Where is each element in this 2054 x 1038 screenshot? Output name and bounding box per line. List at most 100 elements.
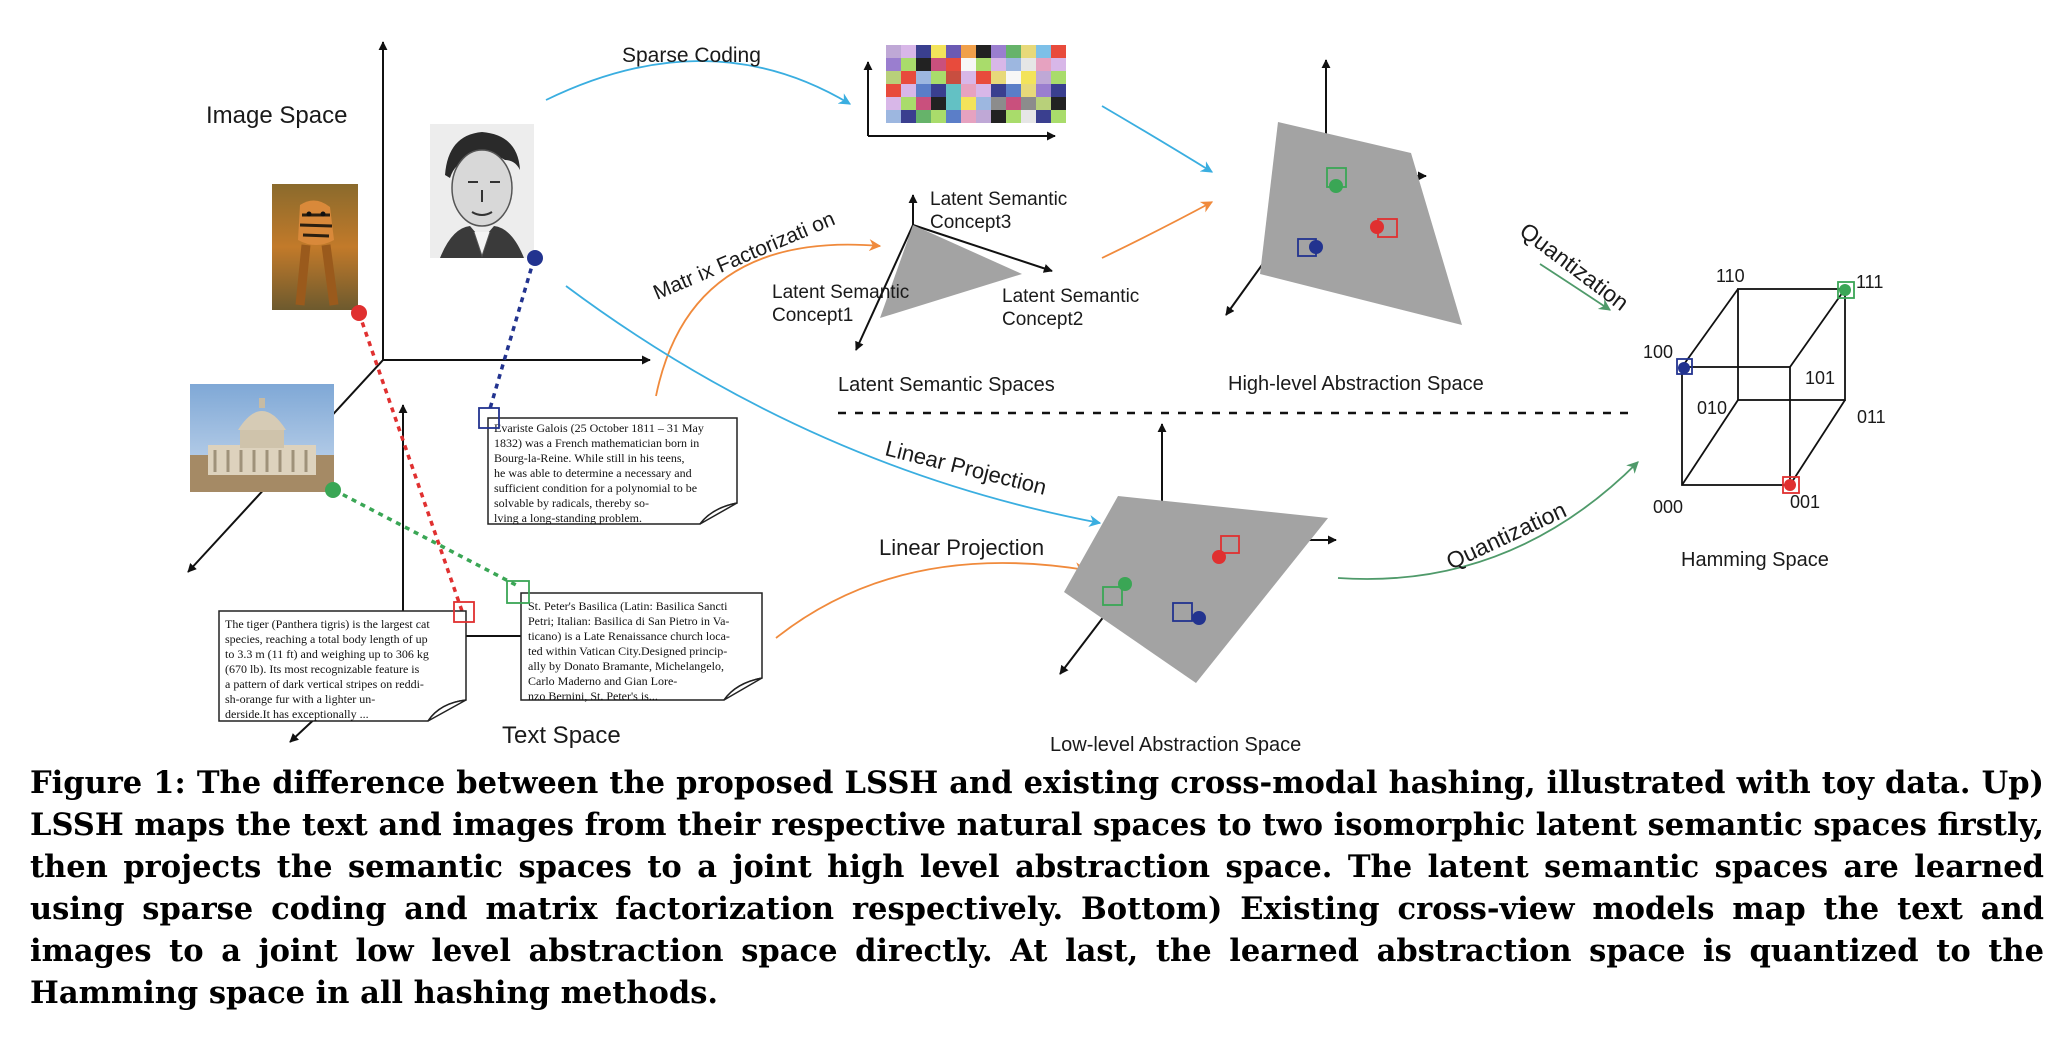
dictionary-cell [886, 45, 901, 58]
dictionary-cell [961, 84, 976, 97]
high-level-space-label: High-level Abstraction Space [1228, 373, 1484, 395]
galois-doc-line-3: he was able to determine a necessary and [494, 466, 692, 480]
dictionary-cell [931, 84, 946, 97]
dictionary-cell [1021, 110, 1036, 123]
tiger-text-point [453, 601, 475, 623]
galois-doc-line-6: lving a long-standing problem. [494, 511, 642, 525]
tiger-doc: The tiger (Panthera tigris) is the large… [218, 610, 467, 722]
high-level-plane [1260, 122, 1462, 325]
dictionary-cell [976, 58, 991, 71]
galois-doc-line-1: 1832) was a French mathematician born in [494, 436, 699, 450]
galois-portrait [430, 124, 534, 258]
lsc1-label-a: Latent Semantic [772, 282, 909, 303]
dictionary-cell [991, 45, 1006, 58]
latent-semantic-spaces-label: Latent Semantic Spaces [838, 374, 1055, 396]
basilica-doc-line-3: ted within Vatican City.Designed princip… [528, 644, 727, 658]
hamming-blue-code [1676, 358, 1693, 375]
dictionary-cell [901, 97, 916, 110]
basilica-doc-line-0: St. Peter's Basilica (Latin: Basilica Sa… [528, 599, 728, 613]
tiger-doc-line-0: The tiger (Panthera tigris) is the large… [225, 617, 430, 631]
dictionary-cell [1051, 45, 1066, 58]
galois-doc: Evariste Galois (25 October 1811 – 31 Ma… [487, 417, 738, 525]
lsc1-label-b: Concept1 [772, 305, 853, 326]
hamming-blue-point [1678, 362, 1690, 374]
hamming-green-point [1839, 284, 1851, 296]
basilica-doc-line-5: Carlo Maderno and Gian Lore- [528, 674, 677, 688]
hamming-green-code [1837, 281, 1855, 299]
low-level-red-code [1220, 535, 1240, 554]
dictionary-cell [1006, 45, 1021, 58]
dictionary-cell [976, 71, 991, 84]
dictionary-cell [976, 84, 991, 97]
dictionary-cell [1006, 58, 1021, 71]
dictionary-cell [1036, 45, 1051, 58]
dictionary-cell [991, 71, 1006, 84]
lsc2-label-b: Concept2 [1002, 309, 1083, 330]
dictionary-cell [961, 97, 976, 110]
galois-doc-line-5: solvable by radicals, thereby so- [494, 496, 649, 510]
sparse-code-axes [863, 61, 1056, 141]
basilica-doc-line-6: nzo Bernini, St. Peter's is... [528, 689, 658, 703]
tiger-doc-line-3: (670 lb). Its most recognizable feature … [225, 662, 420, 676]
linear-projection-label-2: Linear Projection [879, 535, 1044, 560]
dictionary-cell [1051, 84, 1066, 97]
hamming-red-point [1784, 479, 1796, 491]
hamming-space-label: Hamming Space [1681, 549, 1829, 571]
basilica-doc-line-4: ally by Donato Bramante, Michelangelo, [528, 659, 724, 673]
dictionary-cell [931, 71, 946, 84]
dictionary-cell [901, 84, 916, 97]
high-level-green-point [1329, 179, 1343, 193]
dictionary-cell [976, 45, 991, 58]
dictionary-cell [1036, 97, 1051, 110]
latent-semantic-triangle [880, 225, 1022, 318]
dictionary-cell [931, 45, 946, 58]
basilica-doc-line-1: Petri; Italian: Basilica di San Pietro i… [528, 614, 729, 628]
dictionary-cell [1006, 110, 1021, 123]
dictionary-cell [916, 110, 931, 123]
dictionary-cell [991, 58, 1006, 71]
galois-image-point [527, 250, 543, 266]
dictionary-cell [916, 58, 931, 71]
dictionary-cell [1051, 110, 1066, 123]
dictionary-cell [1051, 97, 1066, 110]
dictionary-cell [1036, 71, 1051, 84]
galois-doc-line-0: Evariste Galois (25 October 1811 – 31 Ma… [494, 421, 704, 435]
sparse-dictionary-grid [886, 45, 1066, 123]
dictionary-cell [886, 97, 901, 110]
dictionary-cell [1021, 71, 1036, 84]
dictionary-cell [946, 84, 961, 97]
quantization-label-top: Quantization [1515, 217, 1634, 315]
dictionary-cell [961, 58, 976, 71]
lsc3-label-b: Concept3 [930, 212, 1011, 233]
dictionary-cell [961, 45, 976, 58]
lsc2-label-a: Latent Semantic [1002, 286, 1139, 307]
dictionary-cell [916, 45, 931, 58]
hamming-red-code [1782, 476, 1800, 494]
dictionary-cell [1021, 45, 1036, 58]
figure-diagram: Image Space Text Space Evariste [187, 41, 1886, 756]
latent-semantic-axes [855, 194, 1053, 351]
dictionary-cell [886, 84, 901, 97]
low-level-green-code [1102, 586, 1123, 606]
tiger-doc-line-6: derside.It has exceptionally ... [225, 707, 369, 721]
basilica-text-point [506, 580, 530, 604]
dictionary-cell [886, 110, 901, 123]
dictionary-cell [886, 71, 901, 84]
dictionary-cell [931, 110, 946, 123]
correspondence-lines [333, 258, 536, 612]
dictionary-cell [1006, 84, 1021, 97]
dictionary-cell [1036, 58, 1051, 71]
basilica-image-point [325, 482, 341, 498]
hamming-code-001: 001 [1790, 492, 1820, 512]
galois-doc-line-2: Bourg-la-Reine. While still in his teens… [494, 451, 685, 465]
tiger-image-point [351, 305, 367, 321]
dictionary-cell [1021, 58, 1036, 71]
dictionary-cell [916, 84, 931, 97]
dictionary-cell [946, 97, 961, 110]
tiger-doc-line-4: a pattern of dark vertical stripes on re… [225, 677, 424, 691]
hamming-cube [1681, 288, 1846, 486]
dictionary-cell [1021, 84, 1036, 97]
hamming-code-000: 000 [1653, 497, 1683, 517]
lsc3-label-a: Latent Semantic [930, 189, 1067, 210]
low-level-blue-code [1172, 602, 1193, 622]
